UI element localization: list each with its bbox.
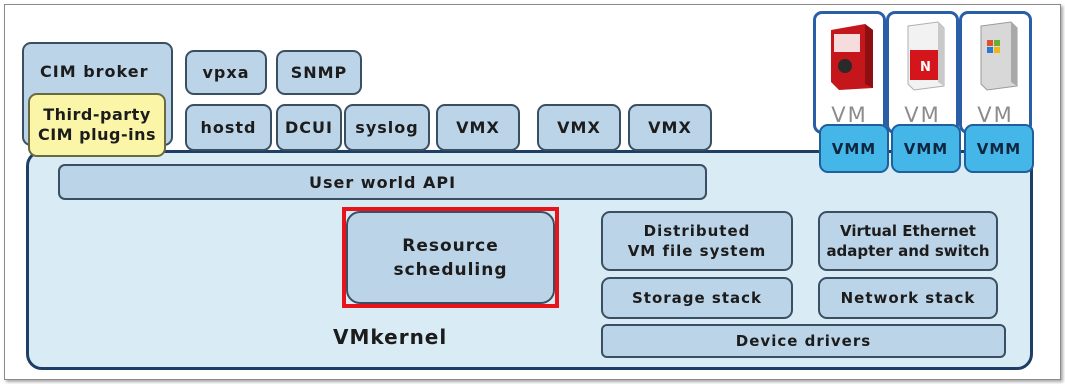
distributed-fs-line2: VM file system (627, 242, 767, 260)
vpxa-box: vpxa (185, 50, 267, 95)
syslog-label: syslog (355, 118, 419, 137)
vmm-box-2: VMM (891, 124, 961, 173)
svg-text:N: N (920, 60, 931, 75)
highlight-rectangle (342, 207, 559, 308)
user-world-api-label: User world API (308, 172, 457, 192)
network-stack-box: Network stack (818, 277, 998, 319)
vm-box-1: VM (813, 11, 886, 134)
vmx-label-2: VMX (557, 118, 601, 137)
virtual-ethernet-box: Virtual Ethernet adapter and switch (818, 211, 998, 271)
network-stack-label: Network stack (840, 289, 976, 307)
virtual-ethernet-line2: adapter and switch (826, 242, 990, 260)
snmp-box: SNMP (276, 50, 362, 95)
resource-scheduling-line2: scheduling (393, 259, 508, 280)
device-drivers-label: Device drivers (735, 332, 872, 350)
third-party-cim-plugins-box: Third-party CIM plug-ins (28, 93, 166, 157)
vmm-label-3: VMM (976, 139, 1022, 158)
vmx-label-1: VMX (456, 118, 500, 137)
storage-stack-label: Storage stack (631, 289, 763, 307)
dcui-label: DCUI (285, 118, 333, 137)
syslog-box: syslog (344, 104, 430, 151)
vmm-label-2: VMM (903, 139, 949, 158)
vpxa-label: vpxa (202, 63, 250, 82)
distributed-fs-line1: Distributed (643, 222, 751, 240)
vmm-box-1: VMM (819, 124, 889, 173)
snmp-label: SNMP (290, 63, 348, 82)
cim-broker-label: CIM broker (40, 62, 149, 81)
vm-box-2: N VM (886, 11, 959, 134)
vm-label-2: VM (904, 103, 941, 127)
resource-scheduling-line1: Resource (402, 235, 499, 256)
device-drivers-box: Device drivers (601, 324, 1006, 358)
vmx-label-3: VMX (648, 118, 692, 137)
vmx-box-3: VMX (628, 104, 712, 151)
resource-scheduling-box: Resource scheduling (346, 211, 555, 304)
red-product-box-icon (831, 24, 873, 90)
hostd-label: hostd (200, 118, 257, 137)
third-party-line2: CIM plug-ins (37, 125, 156, 144)
vmm-box-3: VMM (964, 124, 1034, 173)
user-world-api-box: User world API (58, 164, 707, 200)
distributed-vm-file-system-box: Distributed VM file system (601, 211, 793, 271)
white-red-product-box-icon: N (907, 21, 945, 91)
vmx-box-2: VMX (537, 104, 621, 151)
third-party-line1: Third-party (43, 105, 151, 124)
dcui-box: DCUI (276, 104, 342, 151)
virtual-ethernet-line1: Virtual Ethernet (840, 222, 976, 240)
vmm-label-1: VMM (831, 139, 877, 158)
gray-product-box-icon (980, 21, 1018, 91)
vm-box-3: VM (959, 11, 1032, 134)
vm-label-1: VM (831, 103, 868, 127)
hostd-box: hostd (185, 104, 272, 151)
storage-stack-box: Storage stack (601, 277, 793, 319)
vmkernel-label: VMkernel (333, 325, 448, 349)
vmx-box-1: VMX (436, 104, 520, 151)
vm-label-3: VM (977, 103, 1014, 127)
